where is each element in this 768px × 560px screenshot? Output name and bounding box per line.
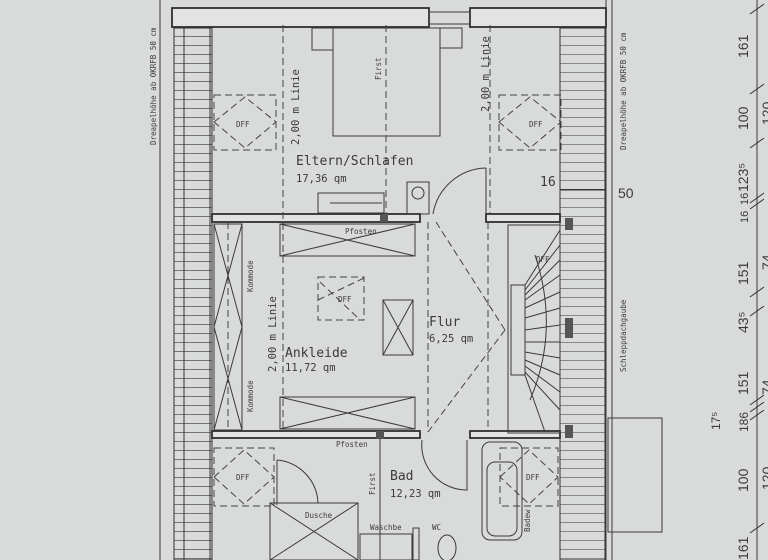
skylight-label: DFF <box>236 473 250 482</box>
wall-stairs-bad <box>469 430 561 439</box>
line-200-label: 2,00 m Linie <box>290 69 302 145</box>
skylight-bad-left <box>213 447 275 507</box>
skylight-label: DFF <box>536 255 550 264</box>
skylight-label: DFF <box>338 295 352 304</box>
kommode-label: Kommode <box>246 260 255 292</box>
roof-slope-right <box>559 27 606 560</box>
first-label: First <box>368 472 377 495</box>
line-200-label: 2,00 m Linie <box>480 36 492 112</box>
badewanne-label: Badew <box>523 509 532 532</box>
wardrobe-bottom <box>279 396 416 430</box>
roof-slope-left <box>173 27 213 560</box>
room-area-flur: 6,25 qm <box>429 333 473 345</box>
waschbecken-label: Waschbe <box>370 523 402 532</box>
dimension-label: 100 <box>735 106 751 130</box>
dimension-label: 16 <box>739 193 751 205</box>
dimension-label: 161 <box>735 536 751 560</box>
dimension-label: 161 <box>735 34 751 58</box>
dimension-label: 186 <box>737 412 751 432</box>
window <box>428 11 471 25</box>
dimension-label: 74 <box>759 254 768 270</box>
wall-bedroom-ankleide <box>211 213 421 223</box>
pfosten-label: Pfosten <box>336 440 368 449</box>
skylight-ankleide <box>317 276 365 321</box>
kniestock-label-right: Dreapelhöhe ab OKRFB 50 cm <box>619 32 628 150</box>
gaube-label: Schleppdachgaube <box>619 299 628 372</box>
kniestock-label-left: Dreapelhöhe ab OKRFB 50 cm <box>149 27 158 145</box>
chimney <box>406 181 430 215</box>
room-name-ankleide: Ankleide <box>285 346 348 361</box>
door-shower <box>276 459 319 505</box>
sink <box>359 533 413 560</box>
room-area-eltern-schlafen: 17,36 qm <box>296 173 347 185</box>
door-bad <box>421 439 468 491</box>
top-wall-right <box>469 7 607 28</box>
skylight-label: DFF <box>236 120 250 129</box>
line-200-label: 2,00 m Linie <box>267 296 279 372</box>
dusche-label: Dusche <box>305 511 333 520</box>
kommode-label: Kommode <box>246 380 255 412</box>
skylight-bedroom-left <box>213 94 277 151</box>
dimension-label: 100 <box>735 468 751 492</box>
dresser <box>317 192 385 214</box>
room-name-eltern-schlafen: Eltern/Schlafen <box>296 154 413 169</box>
dimension-label: 151 <box>735 261 751 285</box>
skylight-label: DFF <box>526 473 540 482</box>
shower <box>269 502 359 560</box>
pfosten-label: Pfosten <box>345 227 377 236</box>
cabinet-mid <box>382 299 414 356</box>
dimension-label: 16 <box>739 211 751 223</box>
step-count: 16 <box>540 175 556 190</box>
room-name-bad: Bad <box>390 469 413 484</box>
dimension-label: 123⁵ <box>735 163 751 192</box>
first-label: First <box>374 57 383 80</box>
door-bedroom <box>432 167 487 215</box>
room-area-ankleide: 11,72 qm <box>285 362 336 374</box>
room-name-flur: Flur <box>429 315 460 330</box>
dimension-chain: 161 100 123⁵ 16 16 151 43⁵ 151 186 100 1… <box>709 0 768 560</box>
dormer-outline <box>607 417 663 533</box>
bathtub <box>481 441 523 541</box>
wardrobe-top <box>279 223 416 257</box>
wall-bedroom-stairs <box>485 213 561 223</box>
dimension-label: 120 <box>759 101 768 125</box>
skylight-bedroom-right <box>498 94 562 151</box>
knee-wall-dimension: 50 <box>618 185 634 201</box>
dimension-label: 43⁵ <box>735 312 751 333</box>
dimension-label: 74 <box>759 379 768 395</box>
skylight-bad-right <box>499 447 559 507</box>
dimension-label: 151 <box>735 371 751 395</box>
room-area-bad: 12,23 qm <box>390 488 441 500</box>
wc-label: WC <box>432 523 441 532</box>
dimension-label: 17⁵ <box>709 412 723 430</box>
dimension-label: 120 <box>759 466 768 490</box>
skylight-label: DFF <box>529 120 543 129</box>
top-wall-left <box>171 7 430 28</box>
toilet <box>437 534 457 560</box>
staircase <box>507 224 561 434</box>
wall-ankleide-bad <box>211 430 421 439</box>
